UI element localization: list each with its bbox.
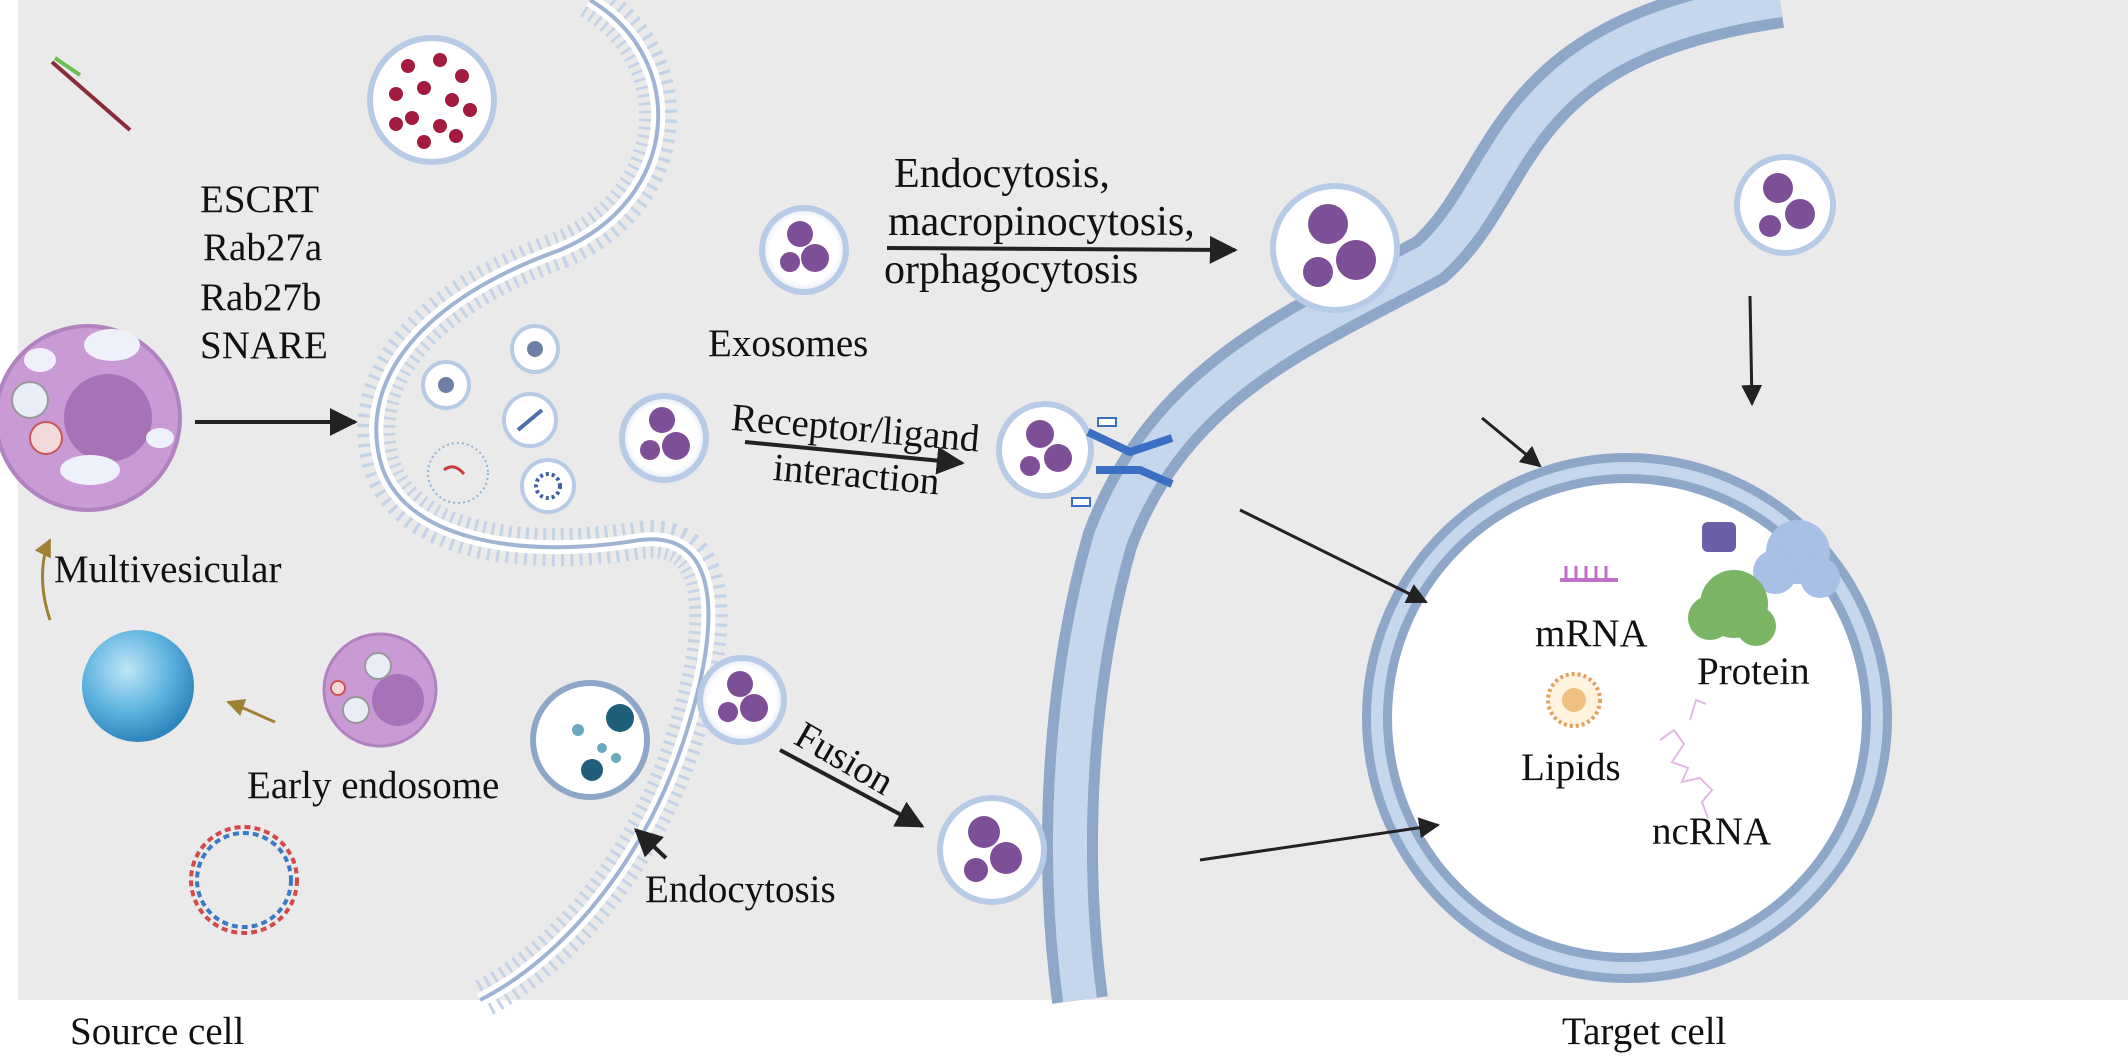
- label-mrna: mRNA: [1535, 612, 1648, 655]
- exosome-vesicle-middle: [619, 393, 709, 483]
- label-protein: Protein: [1697, 650, 1810, 693]
- vesicle-red-cargo-icon: [367, 35, 497, 165]
- arrow-to-nucleus-4: [1199, 817, 1441, 862]
- arrow-endocytosis: [633, 828, 668, 860]
- label-multivesicular: Multivesicular: [54, 548, 282, 591]
- label-rab27b: Rab27b: [200, 276, 322, 319]
- protein-icon: [1688, 520, 1840, 646]
- label-source-cell: Source cell: [70, 1010, 245, 1053]
- label-escrt: ESCRT: [200, 178, 320, 221]
- arrow-endocytosis-pathway: [886, 235, 1238, 264]
- label-target-cell: Target cell: [1562, 1010, 1727, 1053]
- circular-dna-icon: [189, 825, 299, 935]
- label-snare: SNARE: [200, 324, 328, 367]
- label-exosomes: Exosomes: [708, 322, 869, 365]
- mrna-icon: [1560, 566, 1618, 582]
- blue-vesicle-icon: [82, 630, 194, 742]
- receptor-ligand-icon: [1071, 417, 1174, 507]
- internalized-vesicle-right: [1734, 154, 1836, 256]
- label-endocytosis-bottom: Endocytosis: [645, 868, 836, 911]
- rna-strand-icon: [50, 56, 132, 132]
- intraluminal-vesicles: [421, 324, 576, 514]
- label-lipids: Lipids: [1521, 746, 1621, 789]
- exosome-vesicle-bottom: [697, 655, 787, 745]
- arrow-to-nucleus-2: [1481, 416, 1542, 468]
- lipids-icon: [1546, 672, 1602, 728]
- label-ncrna: ncRNA: [1652, 810, 1772, 853]
- arrow-fusion-pathway: [779, 748, 925, 828]
- endocytic-vesicle-icon: [530, 680, 650, 800]
- gold-arrow-left: [226, 698, 276, 724]
- arrow-receptor-pathway: [744, 440, 965, 475]
- label-pathway-top-1: Endocytosis,: [894, 151, 1110, 197]
- label-rab27a: Rab27a: [203, 226, 323, 269]
- label-pathway-top-2: macropinocytosis,: [888, 199, 1195, 245]
- internalized-vesicle-top: [1270, 183, 1400, 313]
- label-pathway-top-3: orphagocytosis: [884, 247, 1139, 293]
- ncrna-icon: [1659, 698, 1714, 819]
- exosome-vesicle-top: [759, 205, 849, 295]
- label-early-endosome: Early endosome: [247, 764, 500, 807]
- fused-vesicle: [937, 795, 1047, 905]
- receptor-bound-vesicle: [996, 401, 1094, 499]
- early-endosome-icon: [322, 632, 438, 748]
- gold-arrow-up: [34, 538, 52, 621]
- arrow-to-nucleus-3: [1239, 508, 1428, 604]
- arrow-to-nucleus-1: [1741, 295, 1763, 407]
- multivesicular-body-icon: [0, 324, 182, 512]
